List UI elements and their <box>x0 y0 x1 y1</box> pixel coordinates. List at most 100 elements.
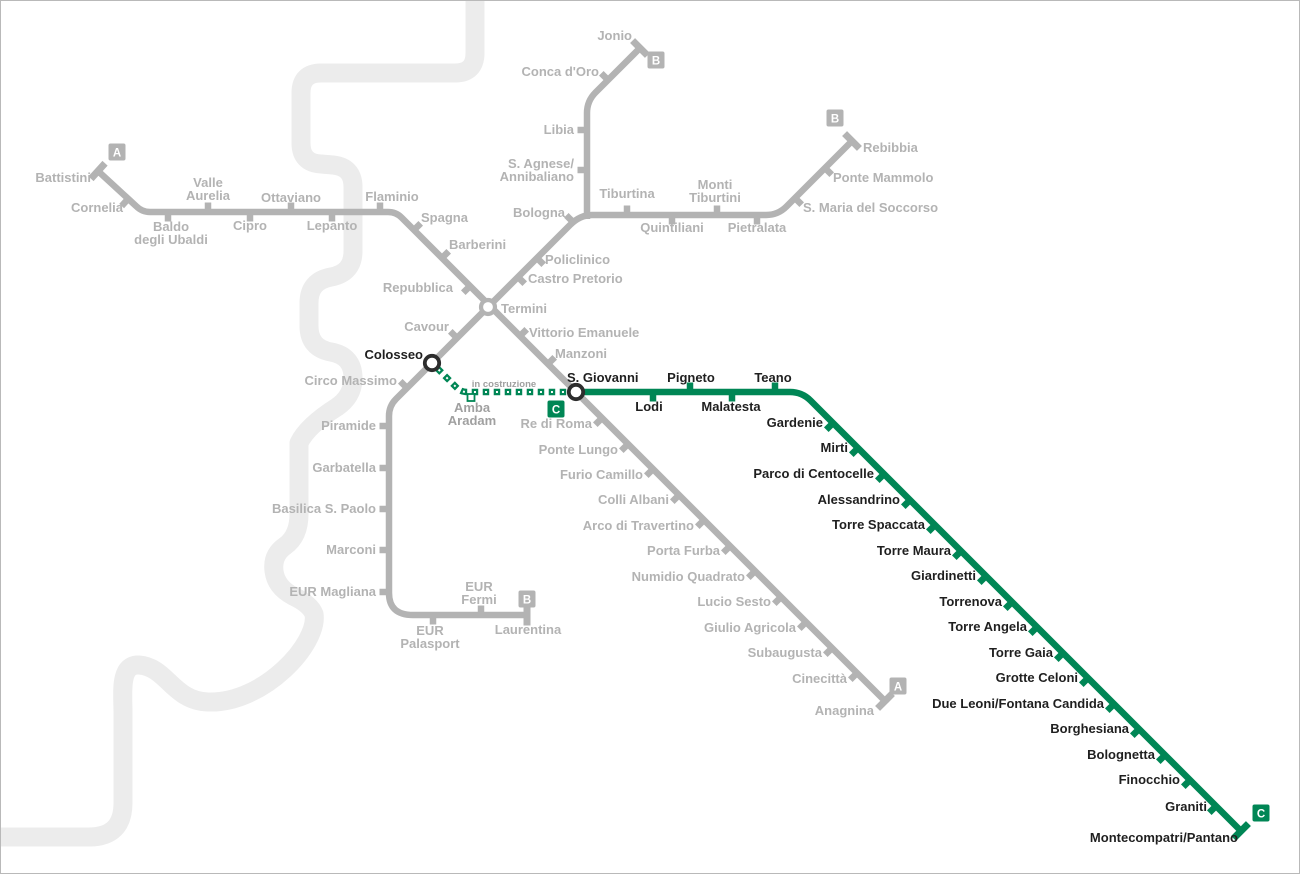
station-tick <box>796 621 807 632</box>
river-layer <box>1 1 485 847</box>
construction-station-square <box>466 393 476 402</box>
station-label: Cornelia <box>71 200 124 215</box>
station-label: Re di Roma <box>520 416 592 431</box>
station-giardinetti: Giardinetti <box>911 568 987 586</box>
station-tick <box>745 570 756 581</box>
tiber-river <box>1 1 485 847</box>
station-rebibbia: Rebibbia <box>842 131 919 155</box>
station-s-agnese-annibaliano: S. Agnese/Annibaliano <box>500 156 585 184</box>
station-label: Piramide <box>321 418 376 433</box>
station-tick <box>1027 626 1038 637</box>
badge-letter: B <box>831 113 839 125</box>
station-tick <box>823 422 834 433</box>
terminus-cap <box>875 691 895 711</box>
station-label: Ponte Mammolo <box>833 170 933 185</box>
station-label: Barberini <box>449 237 506 252</box>
station-label: Repubblica <box>383 280 454 295</box>
station-label: Torrenova <box>939 594 1002 609</box>
station-jonio: Jonio <box>597 28 650 58</box>
station-castro-pretorio: Castro Pretorio <box>517 271 623 287</box>
station-label: Jonio <box>597 28 632 43</box>
station-arco-di-travertino: Arco di Travertino <box>583 518 705 533</box>
station-label: Furio Camillo <box>560 467 643 482</box>
station-label: Gardenie <box>767 415 823 430</box>
station-tick <box>694 519 705 530</box>
station-label: Borghesiana <box>1050 721 1130 736</box>
badge-letter: B <box>523 594 531 606</box>
station-ponte-mammolo: Ponte Mammolo <box>824 167 933 185</box>
station-eur-magliana: EUR Magliana <box>289 584 387 599</box>
badge-box <box>889 677 907 695</box>
station-label: Quintiliani <box>640 220 704 235</box>
station-alessandrino: Alessandrino <box>818 492 911 510</box>
station-tick <box>824 167 835 178</box>
station-tick <box>874 473 885 484</box>
station-label: Lucio Sesto <box>697 594 771 609</box>
station-tick <box>1180 779 1191 790</box>
terminus-cap <box>88 160 108 182</box>
station-tick <box>397 378 408 389</box>
station-label: Termini <box>501 301 547 316</box>
badge-letter: A <box>894 681 902 693</box>
station-tick <box>847 672 858 683</box>
station-tick <box>1129 728 1140 739</box>
badge-letter: B <box>652 55 660 67</box>
station-cornelia: Cornelia <box>71 198 130 215</box>
line-b1-track <box>583 45 643 219</box>
station-label: Arco di Travertino <box>583 518 694 533</box>
station-label: Torre Spaccata <box>832 517 926 532</box>
station-bolognetta: Bolognetta <box>1087 747 1166 765</box>
station-tick <box>900 499 911 510</box>
station-label: Mirti <box>821 440 848 455</box>
station-tick <box>592 417 603 428</box>
badge-line-a-1: A <box>889 677 907 695</box>
station-porta-furba: Porta Furba <box>647 543 731 558</box>
station-s-giovanni: S. Giovanni <box>566 370 639 402</box>
station-label: Cinecittà <box>792 671 848 686</box>
station-s-maria-del-soccorso: S. Maria del Soccorso <box>794 197 938 215</box>
station-lodi: Lodi <box>635 394 663 414</box>
badge-box <box>518 590 536 608</box>
station-label: Torre Gaia <box>989 645 1054 660</box>
badge-letter: C <box>1257 808 1265 820</box>
construction-note: in costruzione <box>472 379 536 390</box>
station-gardenie: Gardenie <box>767 415 834 433</box>
station-label: Ponte Lungo <box>539 442 618 457</box>
station-conca-d-oro: Conca d'Oro <box>522 64 609 81</box>
station-tick <box>848 447 859 458</box>
station-ottaviano: Ottaviano <box>261 190 321 210</box>
badge-letter: C <box>552 404 560 416</box>
station-tick <box>519 326 530 337</box>
station-pigneto: Pigneto <box>667 370 715 390</box>
station-ponte-lungo: Ponte Lungo <box>539 442 629 457</box>
station-label: Battistini <box>35 170 91 185</box>
station-label: Ottaviano <box>261 190 321 205</box>
station-tick <box>643 468 654 479</box>
badge-line-b-2: B <box>647 51 665 69</box>
station-tick <box>669 494 680 505</box>
station-label: Giardinetti <box>911 568 976 583</box>
station-tick <box>951 550 962 561</box>
station-label: Anagnina <box>815 703 875 718</box>
station-numidio-quadrato: Numidio Quadrato <box>632 569 756 584</box>
station-label: Vittorio Emanuele <box>529 325 639 340</box>
station-libia: Libia <box>544 122 585 137</box>
station-label: Flaminio <box>365 189 419 204</box>
station-tick <box>598 70 609 81</box>
station-tiburtina: Tiburtina <box>599 186 655 213</box>
station-tick <box>1078 677 1089 688</box>
station-label: Finocchio <box>1119 772 1180 787</box>
station-label: Cavour <box>404 319 449 334</box>
station-label: Tiburtina <box>599 186 655 201</box>
badge-line-b-3: B <box>826 109 844 127</box>
station-torre-maura: Torre Maura <box>877 543 962 561</box>
station-termini: Termini <box>478 297 547 317</box>
